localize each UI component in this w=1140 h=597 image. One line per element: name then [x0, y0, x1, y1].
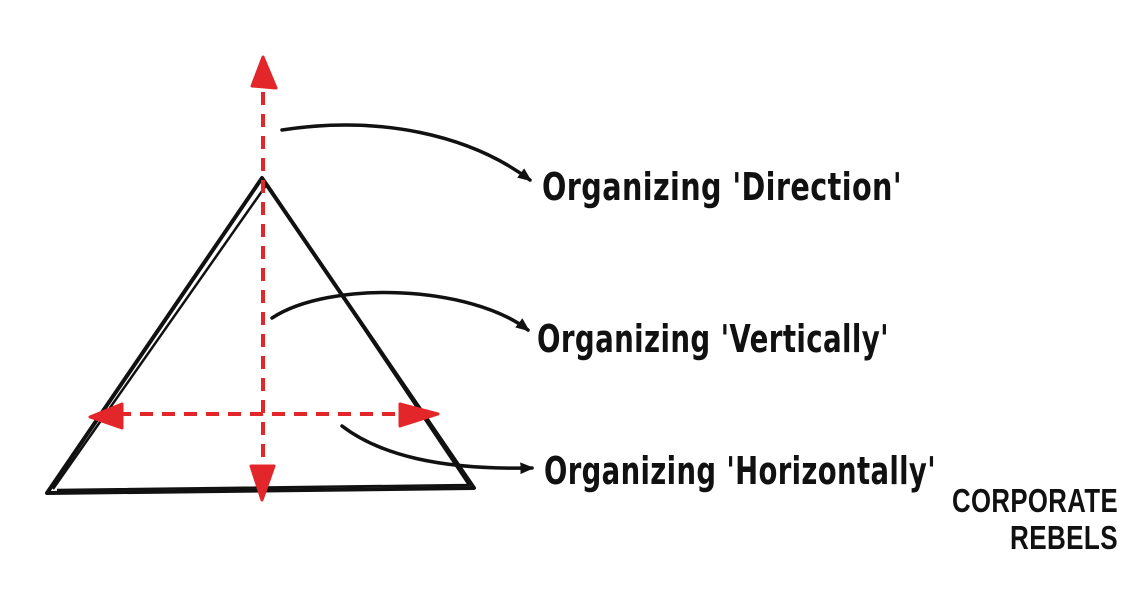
down-arrowhead-icon [249, 464, 276, 502]
horizontal-pointer-arrow [340, 424, 535, 475]
right-arrowhead-icon [398, 402, 440, 428]
vertical-axis [249, 55, 278, 502]
logo-line-corporate: CORPORATE [952, 482, 1118, 519]
horizontal-axis [88, 402, 440, 430]
pyramid-triangle [45, 176, 476, 495]
label-organizing-direction: Organizing 'Direction' [542, 165, 902, 209]
left-arrowhead-icon [88, 402, 124, 430]
direction-pointer-arrow [280, 123, 532, 182]
logo-line-rebels: REBELS [1010, 519, 1118, 556]
label-organizing-horizontally: Organizing 'Horizontally' [544, 449, 936, 493]
label-organizing-vertically: Organizing 'Vertically' [537, 317, 889, 361]
corporate-rebels-logo: CORPORATE REBELS [952, 482, 1118, 556]
vertical-pointer-arrow [270, 290, 530, 332]
up-arrowhead-icon [250, 55, 278, 90]
